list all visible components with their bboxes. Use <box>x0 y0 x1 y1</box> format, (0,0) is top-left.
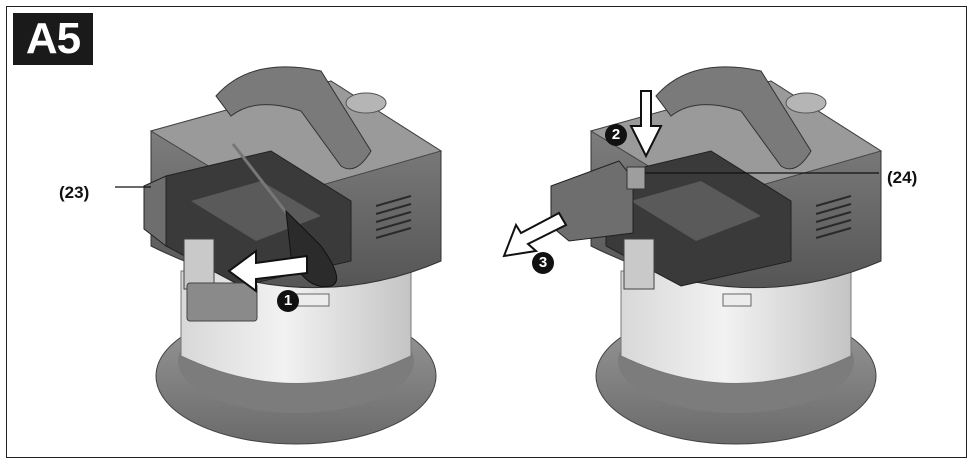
step-marker-2: 2 <box>605 124 627 146</box>
figure-frame: A5 (23) (24) 1 2 3 <box>6 6 967 458</box>
vacuum-left <box>115 66 443 445</box>
vacuum-illustration <box>115 66 883 445</box>
callout-label-right: (24) <box>887 168 918 187</box>
vacuum-right <box>502 66 883 445</box>
callout-label-left: (23) <box>59 183 90 202</box>
figure-badge: A5 <box>13 13 93 65</box>
step-marker-1: 1 <box>277 290 299 312</box>
step-marker-3: 3 <box>532 252 554 274</box>
